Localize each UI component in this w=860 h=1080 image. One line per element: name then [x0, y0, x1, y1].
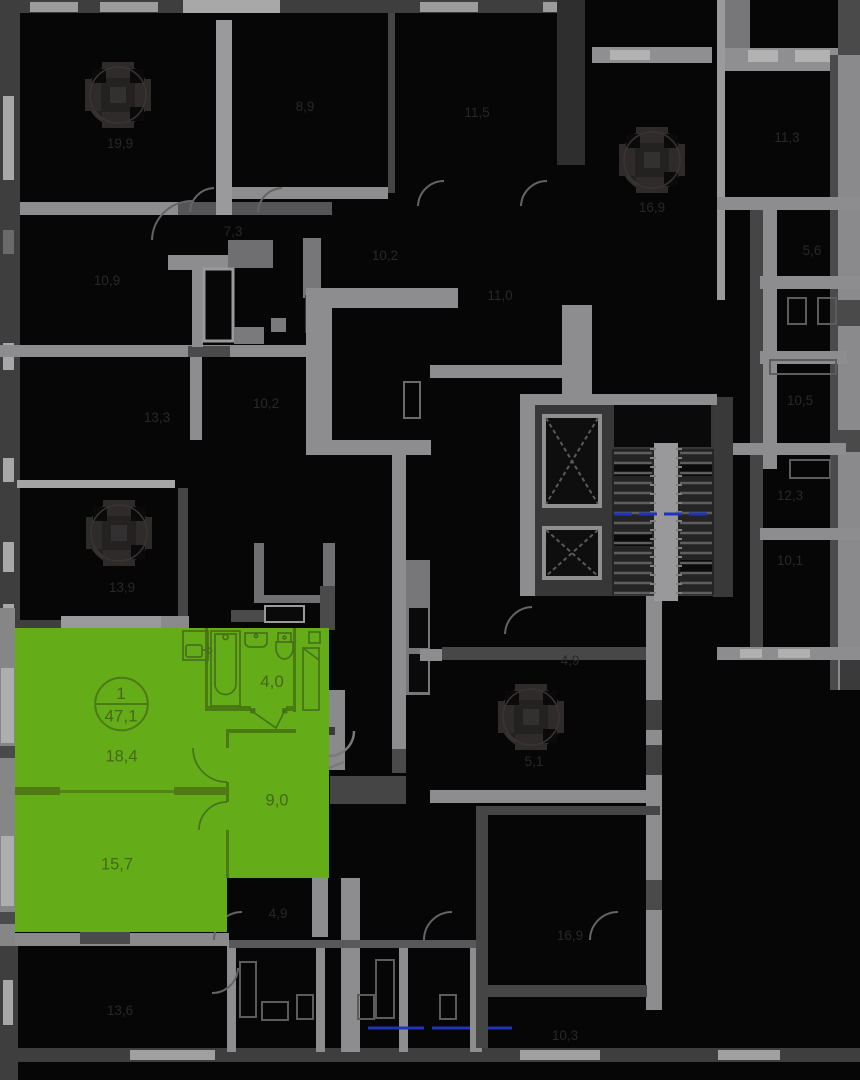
- svg-text:13,6: 13,6: [107, 1003, 133, 1018]
- svg-text:12,3: 12,3: [777, 488, 803, 503]
- svg-text:10,2: 10,2: [372, 248, 398, 263]
- svg-text:1: 1: [116, 684, 125, 703]
- svg-text:13,3: 13,3: [144, 410, 170, 425]
- svg-text:9,0: 9,0: [266, 792, 289, 810]
- svg-text:11,0: 11,0: [487, 288, 512, 303]
- svg-text:47,1: 47,1: [104, 707, 137, 726]
- svg-text:11,3: 11,3: [774, 130, 799, 145]
- svg-text:8,9: 8,9: [296, 99, 315, 114]
- svg-text:15,7: 15,7: [101, 856, 133, 874]
- svg-text:16,9: 16,9: [639, 200, 665, 215]
- svg-text:19,9: 19,9: [107, 136, 133, 151]
- svg-text:16,9: 16,9: [557, 928, 583, 943]
- svg-text:11,5: 11,5: [464, 105, 489, 120]
- svg-text:13,9: 13,9: [109, 580, 135, 595]
- svg-text:5,6: 5,6: [803, 243, 822, 258]
- svg-text:5,1: 5,1: [525, 754, 544, 769]
- svg-text:7,3: 7,3: [224, 224, 243, 239]
- svg-text:10,9: 10,9: [94, 273, 120, 288]
- svg-text:18,4: 18,4: [105, 748, 137, 766]
- svg-text:10,1: 10,1: [777, 553, 803, 568]
- svg-text:10,2: 10,2: [253, 396, 279, 411]
- svg-text:10,5: 10,5: [787, 393, 813, 408]
- svg-text:4,0: 4,0: [260, 672, 284, 691]
- svg-text:4,9: 4,9: [561, 653, 580, 668]
- svg-text:4,9: 4,9: [269, 906, 288, 921]
- svg-text:10,3: 10,3: [552, 1028, 578, 1043]
